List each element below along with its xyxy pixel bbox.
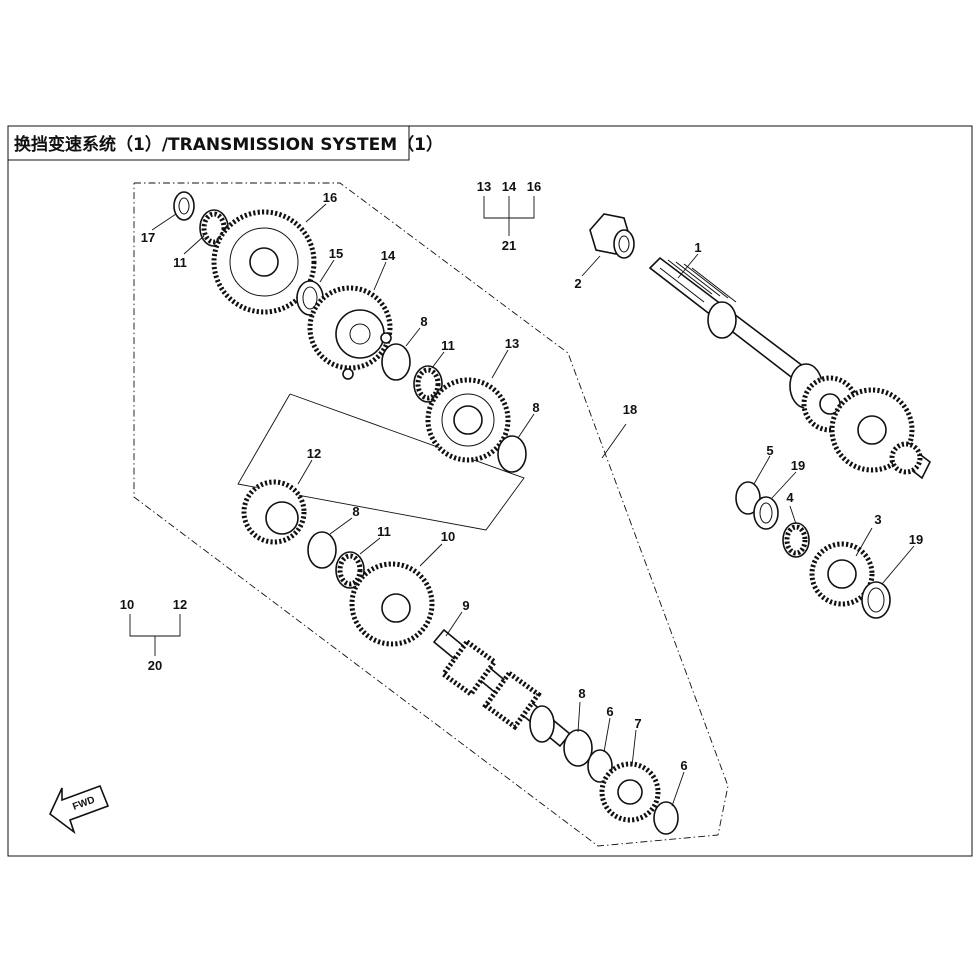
- callout-4: 4: [786, 490, 794, 505]
- forward-direction-arrow: FWD: [49, 784, 110, 835]
- title-box: [7, 125, 410, 161]
- assembly-21-part-3: 16: [527, 179, 541, 194]
- circlip-8d: [563, 729, 593, 767]
- gear-13: [425, 377, 511, 463]
- circlip-8c: [307, 531, 337, 569]
- callout-1: 1: [694, 240, 701, 255]
- callout-7: 7: [634, 716, 641, 731]
- flange-nut: [589, 213, 635, 259]
- gear-12: [241, 479, 307, 545]
- callout-6a: 6: [606, 704, 613, 719]
- assembly-21-part-1: 13: [477, 179, 491, 194]
- callout-18: 18: [623, 402, 637, 417]
- callout-14: 14: [381, 248, 396, 263]
- circlip-8a: [381, 343, 411, 381]
- callout-12: 12: [307, 446, 321, 461]
- assembly-20-part-2: 12: [173, 597, 187, 612]
- callout-8c: 8: [352, 504, 359, 519]
- callout-17: 17: [141, 230, 155, 245]
- callout-13: 13: [505, 336, 519, 351]
- callout-10: 10: [441, 529, 455, 544]
- callout-9: 9: [462, 598, 469, 613]
- gear-16: [211, 209, 317, 315]
- callout-8b: 8: [532, 400, 539, 415]
- callout-15: 15: [329, 246, 343, 261]
- callout-19a: 19: [791, 458, 805, 473]
- callout-8a: 8: [420, 314, 427, 329]
- callout-11c: 11: [377, 524, 391, 539]
- countershaft-9: [432, 628, 572, 748]
- callout-11a: 11: [173, 255, 187, 270]
- diagram-frame: [7, 125, 973, 857]
- callout-16: 16: [323, 190, 337, 205]
- washer-19a: [753, 496, 779, 530]
- assembly-bracket-21: [483, 196, 535, 236]
- needle-bearing-4: [782, 522, 810, 558]
- leader-lines: [151, 203, 915, 807]
- main-shaft: [648, 256, 932, 480]
- assembly-21-part-2: 14: [502, 179, 517, 194]
- group-outline: [133, 182, 729, 847]
- assembly-20-part-1: 10: [120, 597, 134, 612]
- circlip-6b: [653, 801, 679, 835]
- needle-bearing-11b: [413, 365, 443, 403]
- callout-11b: 11: [441, 338, 455, 353]
- gear-3: [809, 541, 875, 607]
- assembly-20-label: 20: [148, 658, 162, 673]
- callout-2: 2: [574, 276, 581, 291]
- callout-labels: 1 2 3 4 5 6 6 7 8 8 8 8 9 10 11 11 11 12…: [120, 179, 923, 773]
- washer-17: [173, 191, 195, 221]
- callout-19b: 19: [909, 532, 923, 547]
- callout-8d: 8: [578, 686, 585, 701]
- circlip-8b: [497, 435, 527, 473]
- clutch-gear-14: [307, 285, 393, 380]
- gear-7: [599, 761, 661, 823]
- gear-10: [349, 561, 435, 647]
- needle-bearing-11c: [335, 551, 365, 589]
- assembly-bracket-20: [129, 614, 181, 656]
- page-title: 换挡变速系统（1）/TRANSMISSION SYSTEM（1）: [14, 134, 443, 155]
- washer-19b: [861, 581, 891, 619]
- circlip-5: [735, 481, 761, 515]
- callout-3: 3: [874, 512, 881, 527]
- callout-6b: 6: [680, 758, 687, 773]
- callout-5: 5: [766, 443, 773, 458]
- assembly-21-label: 21: [502, 238, 516, 253]
